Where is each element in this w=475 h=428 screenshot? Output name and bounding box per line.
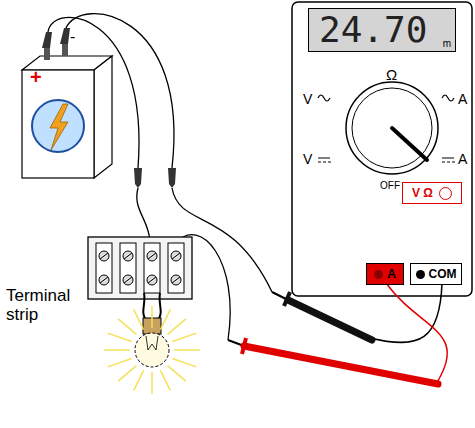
probe-guard <box>284 292 290 306</box>
wire <box>66 14 174 168</box>
dial-mark: OFF <box>380 180 400 191</box>
jack-com: COM <box>410 263 462 285</box>
battery-side <box>94 56 112 178</box>
jack-a: A <box>366 263 404 285</box>
light-rays <box>104 306 200 394</box>
jack-label: COM <box>429 267 457 281</box>
alligator-clip <box>168 168 176 188</box>
ac-symbol <box>318 95 330 101</box>
jack-socket <box>374 270 383 279</box>
alligator-clip <box>134 168 142 188</box>
dc-symbol <box>318 157 454 158</box>
black-probe <box>288 300 372 340</box>
dial-mark: A <box>458 151 467 167</box>
wire <box>48 17 139 168</box>
wire <box>137 188 150 243</box>
jack-socket <box>416 270 425 279</box>
alligator-clip <box>42 32 52 48</box>
ac-symbol <box>442 95 454 101</box>
probe-lead <box>370 283 442 342</box>
dial-mark: A <box>458 91 467 107</box>
dial-mark: Ω <box>386 66 397 83</box>
battery-box: + <box>22 70 94 178</box>
lightning-bolt <box>50 104 68 150</box>
dc-symbol <box>318 162 455 163</box>
filament <box>146 336 158 350</box>
terminal-screws <box>96 243 184 293</box>
lcd-display: 24.70 m <box>308 8 456 52</box>
jack-label: A <box>387 267 396 281</box>
jack-socket <box>439 187 452 200</box>
lamp-bulb <box>135 333 169 367</box>
dial-knob <box>352 88 432 168</box>
dial-mark: V <box>303 151 312 167</box>
probe-lead <box>386 283 447 384</box>
part-name: Terminal strip <box>6 286 82 324</box>
unit-prefix: m <box>443 38 451 50</box>
selector-dial <box>346 82 438 174</box>
dial-mark: V <box>303 91 312 107</box>
red-probe <box>244 346 438 384</box>
polarity-mark: - <box>70 28 75 46</box>
jack-volt-ohm: V Ω <box>402 182 462 204</box>
battery-emblem <box>32 100 84 152</box>
probe-guard <box>242 338 246 354</box>
dial-pointer <box>392 128 427 160</box>
alligator-clip <box>60 28 70 44</box>
terminal-strip <box>88 237 192 299</box>
meter-body <box>292 2 472 296</box>
polarity-mark: + <box>30 66 42 89</box>
display-reading: 24.70 <box>319 9 427 51</box>
jack-label: V Ω <box>412 186 433 200</box>
